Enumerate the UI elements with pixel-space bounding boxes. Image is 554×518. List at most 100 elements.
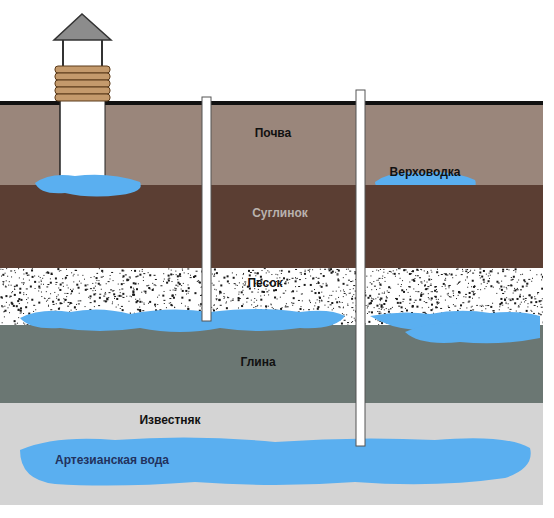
sand-grain <box>99 268 100 269</box>
sand-grain <box>349 271 351 272</box>
sand-grain <box>23 270 24 271</box>
sand-grain <box>67 306 69 307</box>
sand-grain <box>127 280 129 281</box>
sand-grain <box>353 288 354 289</box>
sand-grain <box>260 295 261 296</box>
sand-grain <box>261 291 263 293</box>
sand-grain <box>179 273 181 275</box>
sand-grain <box>273 308 274 309</box>
sand-grain <box>297 278 298 279</box>
sand-grain <box>537 306 538 307</box>
sand-grain <box>102 272 103 273</box>
sand-grain <box>99 294 101 295</box>
sand-grain <box>347 304 348 305</box>
sand-grain <box>206 287 207 288</box>
sand-grain <box>270 304 271 305</box>
sand-grain <box>242 286 243 287</box>
sand-grain <box>119 323 120 324</box>
well-log <box>55 87 110 94</box>
sand-grain <box>424 312 426 313</box>
sand-grain <box>19 303 20 304</box>
sand-grain <box>201 287 202 288</box>
sand-grain <box>26 288 28 289</box>
sand-grain <box>514 289 516 291</box>
sand-grain <box>134 313 135 314</box>
sand-grain <box>527 323 528 324</box>
sand-grain <box>247 298 248 299</box>
sand-grain <box>283 277 285 279</box>
sand-grain <box>194 292 196 294</box>
sand-grain <box>279 270 280 271</box>
sand-grain <box>394 273 396 275</box>
sand-grain <box>6 302 7 303</box>
sand-grain <box>210 289 211 290</box>
sand-grain <box>21 312 22 313</box>
sand-grain <box>71 272 72 273</box>
sand-grain <box>472 309 474 310</box>
sand-grain <box>186 314 187 315</box>
sand-grain <box>350 281 352 282</box>
sand-grain <box>16 305 18 307</box>
sand-grain <box>122 297 124 298</box>
sand-grain <box>116 298 118 300</box>
sand-grain <box>355 310 357 312</box>
sand-grain <box>113 314 114 315</box>
sand-grain <box>456 322 458 324</box>
sand-grain <box>119 295 121 297</box>
sand-grain <box>324 305 325 306</box>
sand-grain <box>534 305 536 306</box>
sand-grain <box>468 315 469 316</box>
sand-grain <box>479 272 481 274</box>
sand-grain <box>359 310 360 311</box>
sand-grain <box>534 296 535 297</box>
sand-grain <box>99 297 101 299</box>
sand-grain <box>213 309 214 310</box>
sand-grain <box>316 316 317 317</box>
sand-grain <box>336 301 338 303</box>
sand-grain <box>425 284 426 285</box>
sand-grain <box>395 276 396 277</box>
sand-grain <box>169 303 170 304</box>
sand-grain <box>480 277 481 278</box>
sand-grain <box>9 312 10 313</box>
sand-grain <box>105 292 106 293</box>
sand-grain <box>219 281 220 282</box>
sand-grain <box>50 293 51 294</box>
sand-grain <box>374 307 375 308</box>
well-post <box>62 38 64 66</box>
sand-grain <box>450 296 452 297</box>
sand-grain <box>429 298 430 299</box>
sand-grain <box>63 286 64 287</box>
sand-grain <box>434 287 436 288</box>
sand-grain <box>163 300 165 301</box>
sand-grain <box>492 310 494 311</box>
sand-grain <box>317 308 319 310</box>
sand-grain <box>346 294 347 295</box>
sand-grain <box>53 304 55 305</box>
sand-grain <box>196 271 198 272</box>
sand-grain <box>104 293 106 294</box>
sand-grain <box>541 288 543 290</box>
sand-grain <box>114 296 116 297</box>
sand-grain <box>10 270 12 271</box>
sand-grain <box>336 321 337 322</box>
sand-grain <box>498 273 499 274</box>
sand-grain <box>162 317 163 318</box>
sand-grain <box>314 305 315 306</box>
sand-grain <box>436 301 438 303</box>
sand-grain <box>417 291 419 292</box>
well-log <box>55 73 110 80</box>
sand-grain <box>96 280 97 281</box>
sand-grain <box>458 283 459 284</box>
sand-grain <box>382 278 383 279</box>
sand-grain <box>470 321 471 322</box>
sand-grain <box>453 304 454 305</box>
sand-grain <box>338 287 339 288</box>
sand-grain <box>432 291 433 292</box>
sand-grain <box>190 317 191 318</box>
sand-grain <box>526 283 528 285</box>
sand-grain <box>305 271 306 272</box>
sand-grain <box>137 300 139 302</box>
sand-grain <box>473 316 474 317</box>
sand-grain <box>362 296 364 298</box>
